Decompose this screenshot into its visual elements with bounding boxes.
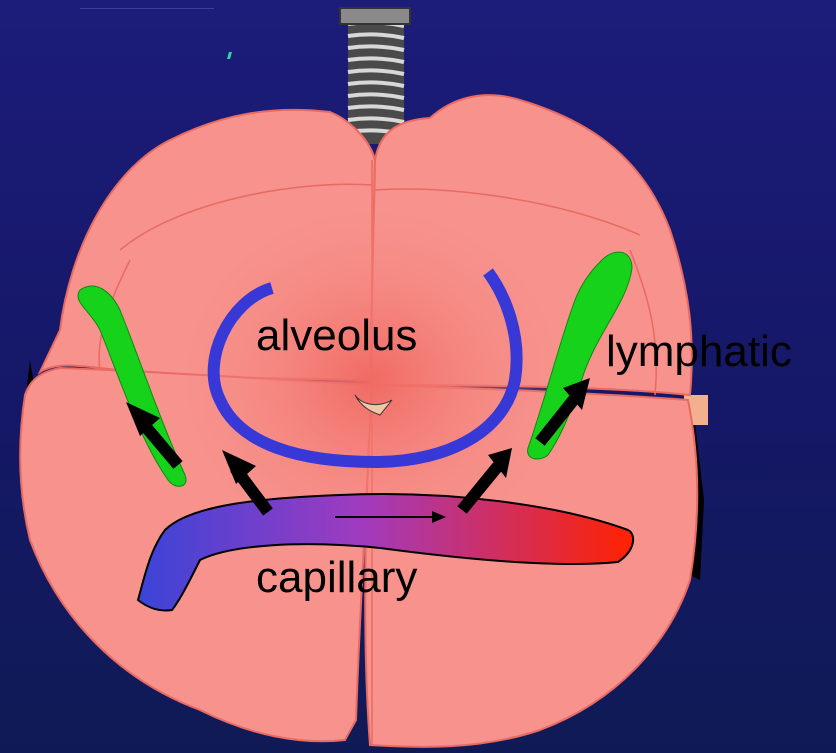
- capillary-label: capillary: [256, 556, 417, 600]
- lung-graphic: [20, 95, 697, 747]
- alveolus-label: alveolus: [256, 314, 417, 358]
- lymphatic-label: lymphatic: [606, 330, 792, 374]
